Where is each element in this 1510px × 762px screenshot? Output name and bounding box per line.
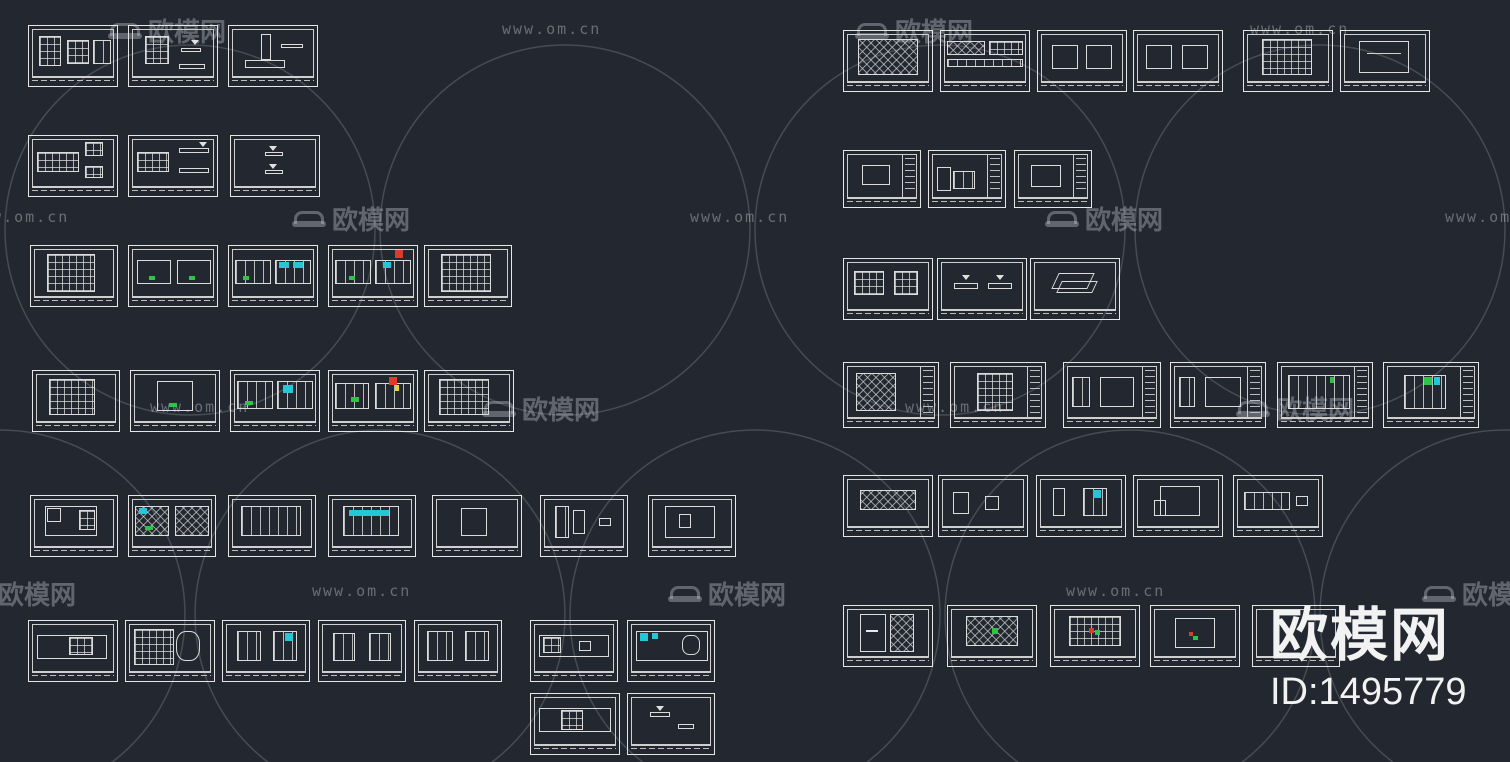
drawing-sheet[interactable]: [424, 370, 514, 432]
drawing-sheet[interactable]: [843, 475, 933, 537]
drawing-sheet[interactable]: [627, 620, 715, 682]
drawing-sheet[interactable]: [30, 245, 118, 307]
drawing-sheet[interactable]: [1063, 362, 1161, 428]
drawing-sheet[interactable]: [1170, 362, 1266, 428]
drawing-sheet[interactable]: [222, 620, 310, 682]
brand-name: 欧模网: [1270, 601, 1451, 669]
drawing-sheet[interactable]: [230, 135, 320, 197]
watermark-logo: 欧模网: [1045, 200, 1163, 237]
drawing-sheet[interactable]: [228, 495, 316, 557]
drawing-sheet[interactable]: [1383, 362, 1479, 428]
drawing-sheet[interactable]: [1036, 475, 1126, 537]
drawing-sheet[interactable]: [1037, 30, 1127, 92]
drawing-sheet[interactable]: [530, 620, 618, 682]
sofa-icon: [855, 21, 889, 41]
drawing-sheet[interactable]: [1030, 258, 1120, 320]
drawing-sheet[interactable]: [843, 150, 921, 208]
drawing-sheet[interactable]: [30, 495, 118, 557]
drawing-sheet[interactable]: [843, 30, 933, 92]
watermark-url: www.om.cn: [0, 208, 70, 226]
drawing-sheet[interactable]: [125, 620, 215, 682]
drawing-sheet[interactable]: [1133, 30, 1223, 92]
drawing-sheet[interactable]: [1277, 362, 1373, 428]
drawing-sheet[interactable]: [128, 135, 218, 197]
drawing-sheet[interactable]: [627, 693, 715, 755]
drawing-sheet[interactable]: [1252, 605, 1340, 667]
watermark-url: www.om.cn: [150, 398, 250, 416]
drawing-sheet[interactable]: [843, 258, 933, 320]
model-id: ID:1495779: [1270, 671, 1467, 713]
drawing-sheet[interactable]: [28, 620, 118, 682]
drawing-sheet[interactable]: [28, 135, 118, 197]
watermark-url: www.om.cn: [1066, 582, 1166, 600]
drawing-sheet[interactable]: [1014, 150, 1092, 208]
watermark-logo: 欧模网: [668, 575, 786, 612]
drawing-sheet[interactable]: [843, 362, 939, 428]
drawing-sheet[interactable]: [318, 620, 406, 682]
drawing-sheet[interactable]: [950, 362, 1046, 428]
drawing-sheet[interactable]: [540, 495, 628, 557]
drawing-sheet[interactable]: [937, 258, 1027, 320]
watermark-logo: 欧模网: [482, 390, 600, 427]
drawing-sheet[interactable]: [940, 30, 1030, 92]
drawing-sheet[interactable]: [128, 25, 218, 87]
drawing-sheet[interactable]: [228, 25, 318, 87]
drawing-sheet[interactable]: [1340, 30, 1430, 92]
drawing-sheet[interactable]: [414, 620, 502, 682]
drawing-sheet[interactable]: [947, 605, 1037, 667]
watermark-url: www.om.cn: [690, 208, 790, 226]
drawing-sheet[interactable]: [424, 245, 512, 307]
drawing-sheet[interactable]: [1233, 475, 1323, 537]
watermark-logo: 欧模网: [292, 200, 410, 237]
drawing-sheet[interactable]: [328, 370, 418, 432]
drawing-sheet[interactable]: [328, 245, 418, 307]
drawing-sheet[interactable]: [1133, 475, 1223, 537]
brand-overlay: 欧模网 ID:1495779: [1262, 600, 1502, 714]
watermark-url: www.om.cn: [502, 20, 602, 38]
sofa-icon: [668, 584, 702, 604]
drawing-sheet[interactable]: [130, 370, 220, 432]
drawing-sheet[interactable]: [938, 475, 1028, 537]
watermark-logo: 欧模网: [1422, 575, 1510, 612]
watermark-url: www.om.cn: [1445, 208, 1510, 226]
drawing-sheet[interactable]: [432, 495, 522, 557]
drawing-sheet[interactable]: [228, 245, 318, 307]
watermark-logo: 欧模网: [0, 581, 77, 611]
drawing-sheet[interactable]: [928, 150, 1006, 208]
drawing-sheet[interactable]: [1243, 30, 1333, 92]
drawing-sheet[interactable]: [843, 605, 933, 667]
drawing-sheet[interactable]: [32, 370, 120, 432]
drawing-sheet[interactable]: [648, 495, 736, 557]
drawing-sheet[interactable]: [530, 693, 620, 755]
drawing-sheet[interactable]: [28, 25, 118, 87]
drawing-sheet[interactable]: [1050, 605, 1140, 667]
sofa-icon: [292, 209, 326, 229]
sofa-icon: [1422, 584, 1456, 604]
drawing-sheet[interactable]: [128, 245, 218, 307]
watermark-url: www.om.cn: [1250, 20, 1350, 38]
drawing-sheet[interactable]: [128, 495, 216, 557]
sofa-icon: [1045, 209, 1079, 229]
watermark-url: www.om.cn: [312, 582, 412, 600]
drawing-sheet[interactable]: [328, 495, 416, 557]
drawing-sheet[interactable]: [1150, 605, 1240, 667]
drawing-sheet[interactable]: [230, 370, 320, 432]
